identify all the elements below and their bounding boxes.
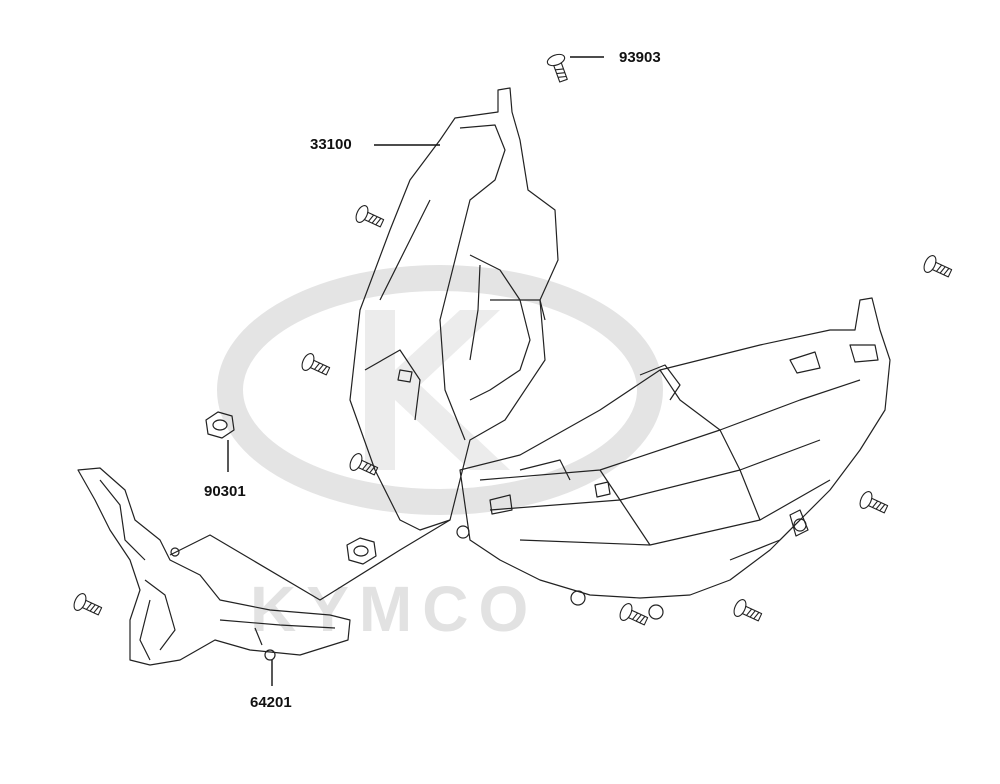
assembly-leader-lines bbox=[169, 519, 451, 601]
bolt-icon bbox=[73, 53, 953, 626]
callout-leaders bbox=[227, 56, 604, 686]
bracket bbox=[77, 467, 351, 666]
flange-nut-icon bbox=[205, 411, 377, 565]
callout-90301: 90301 bbox=[204, 483, 246, 500]
callout-64201: 64201 bbox=[250, 694, 292, 711]
grommet-icon bbox=[456, 518, 807, 620]
callout-93903: 93903 bbox=[619, 49, 661, 66]
headlight-assembly bbox=[349, 87, 891, 599]
kymco-watermark-text: KYMCO bbox=[250, 573, 539, 645]
callout-33100: 33100 bbox=[310, 136, 352, 153]
